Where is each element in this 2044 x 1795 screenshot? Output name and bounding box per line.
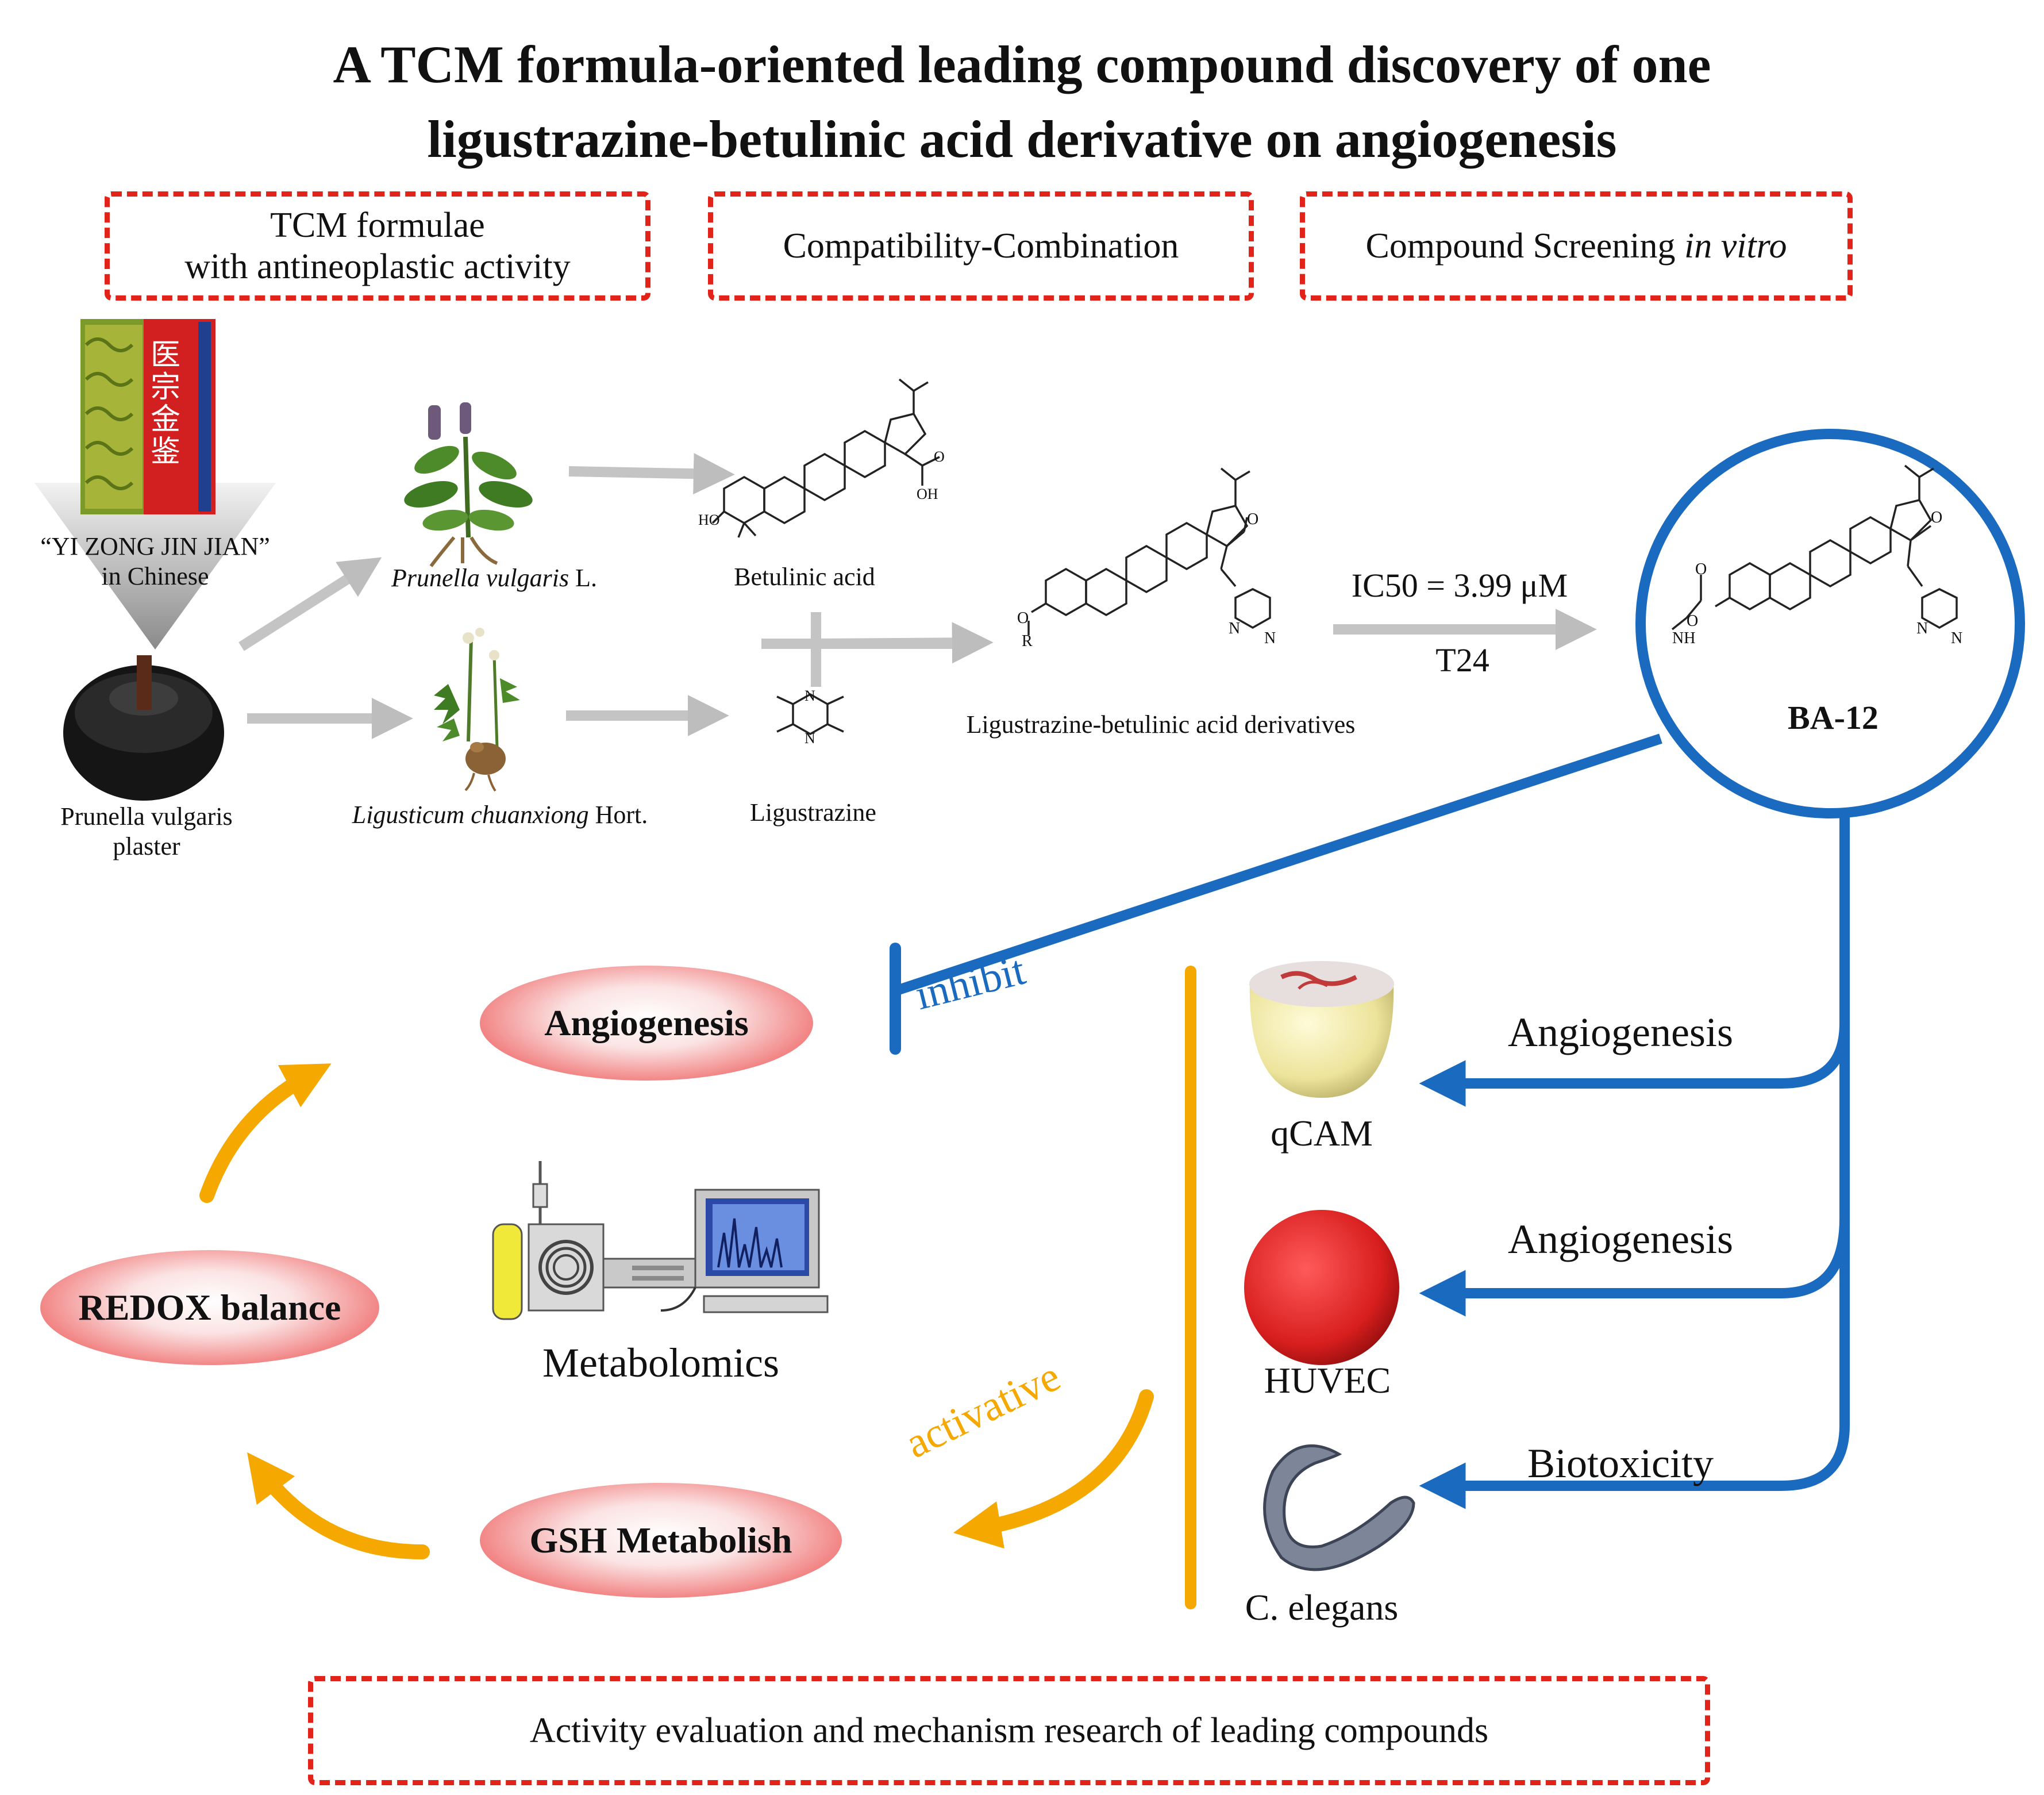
ba12-carbonyl-o-label: O [1695, 560, 1707, 578]
book-shadow-triangle [34, 483, 276, 649]
ba12-n-right-label: N [1951, 629, 1963, 647]
huvec-cell-image [1244, 1210, 1399, 1365]
gsh-metabolish-label: GSH Metabolish [529, 1520, 792, 1560]
metabolomics-instrument-image [492, 1161, 829, 1320]
ba12-o-label: O [1687, 612, 1699, 630]
betulinic-acid-structure [711, 378, 940, 538]
derivatives-caption: Ligustrazine-betulinic acid derivatives [966, 710, 1356, 739]
cell-line-label: T24 [1435, 641, 1489, 679]
derivative-r-label: R [1022, 632, 1033, 650]
compatibility-combination-label: Compatibility-Combination [783, 226, 1179, 266]
ligusticum-caption-suffix: Hort. [588, 801, 648, 829]
ligustrazine-n-top-label: N [804, 687, 815, 704]
compatibility-combination-box: Compatibility-Combination [708, 191, 1254, 301]
betulinic-oh-label: OH [917, 486, 938, 502]
activity-evaluation-box: Activity evaluation and mechanism resear… [308, 1676, 1710, 1785]
ba12-nh-label: NH [1672, 629, 1696, 647]
angiogenesis-node: Angiogenesis [480, 966, 813, 1081]
huvec-label: HUVEC [1264, 1360, 1391, 1401]
betulinic-ho-label: HO [698, 512, 720, 528]
compound-screening-box: Compound Screening in vitro [1300, 191, 1853, 301]
ic50-label: IC50 = 3.99 μM [1351, 567, 1568, 604]
redox-balance-label: REDOX balance [78, 1287, 341, 1328]
plaster-caption-line1: Prunella vulgaris [60, 802, 233, 831]
ligusticum-caption-italic: Ligusticum chuanxiong [352, 801, 589, 829]
qcam-angiogenesis-label: Angiogenesis [1508, 1009, 1733, 1055]
derivative-o-carbonyl-label: O [1247, 510, 1259, 528]
ligustrazine-caption: Ligustrazine [750, 798, 876, 827]
prunella-caption: Prunella vulgaris L. [368, 563, 621, 593]
ligustrazine-n-bottom-label: N [804, 730, 815, 747]
tcm-formulae-line1: TCM formulae [270, 206, 485, 245]
book-image [34, 319, 276, 649]
qcam-label: qCAM [1271, 1113, 1373, 1154]
book-spine-pattern [101, 323, 141, 507]
ba12-label: BA-12 [1788, 699, 1879, 736]
plaster-image [63, 655, 224, 801]
prunella-caption-suffix: L. [569, 564, 598, 592]
ba12-ester-o-label: O [1931, 509, 1943, 526]
redox-balance-node: REDOX balance [40, 1250, 379, 1365]
celegans-worm-image [1263, 1444, 1415, 1571]
huvec-angiogenesis-label: Angiogenesis [1508, 1216, 1733, 1262]
derivative-n-right-label: N [1264, 629, 1276, 647]
ligustrazine-structure [776, 693, 844, 736]
celegans-label: C. elegans [1245, 1587, 1399, 1628]
qcam-egg-image [1249, 961, 1394, 1098]
derivative-o-label: O [1017, 609, 1029, 627]
betulinic-o-label: O [934, 448, 945, 465]
title-line-1: A TCM formula-oriented leading compound … [333, 35, 1711, 94]
compound-screening-label: Compound Screening [1365, 226, 1676, 266]
tcm-formulae-line2: with antineoplastic activity [184, 247, 571, 286]
compound-screening-in-vitro: in vitro [1684, 226, 1787, 266]
prunella-caption-italic: Prunella vulgaris [391, 564, 569, 592]
ba12-n-left-label: N [1916, 620, 1928, 637]
derivative-n-left-label: N [1229, 620, 1241, 637]
gsh-metabolish-node: GSH Metabolish [480, 1483, 842, 1598]
angiogenesis-node-label: Angiogenesis [544, 1002, 749, 1043]
ligusticum-plant-image [434, 628, 520, 792]
derivative-structure [1027, 467, 1271, 635]
title-line-2: ligustrazine-betulinic acid derivative o… [427, 110, 1617, 168]
betulinic-acid-caption: Betulinic acid [734, 563, 875, 591]
plaster-caption-line2: plaster [113, 832, 180, 860]
activity-evaluation-label: Activity evaluation and mechanism resear… [529, 1711, 1489, 1750]
book-caption-line1: “YI ZONG JIN JIAN” [40, 532, 270, 560]
celegans-biotoxicity-label: Biotoxicity [1527, 1440, 1714, 1486]
tcm-formulae-box: TCM formulae with antineoplastic activit… [105, 191, 650, 301]
ligusticum-caption: Ligusticum chuanxiong Hort. [322, 800, 678, 830]
metabolomics-label: Metabolomics [542, 1340, 779, 1386]
book-cover-title: 医宗金鉴 [151, 338, 181, 469]
book-caption-line2: in Chinese [101, 562, 209, 590]
prunella-plant-image [404, 402, 533, 567]
ba12-structure [1671, 464, 1958, 631]
